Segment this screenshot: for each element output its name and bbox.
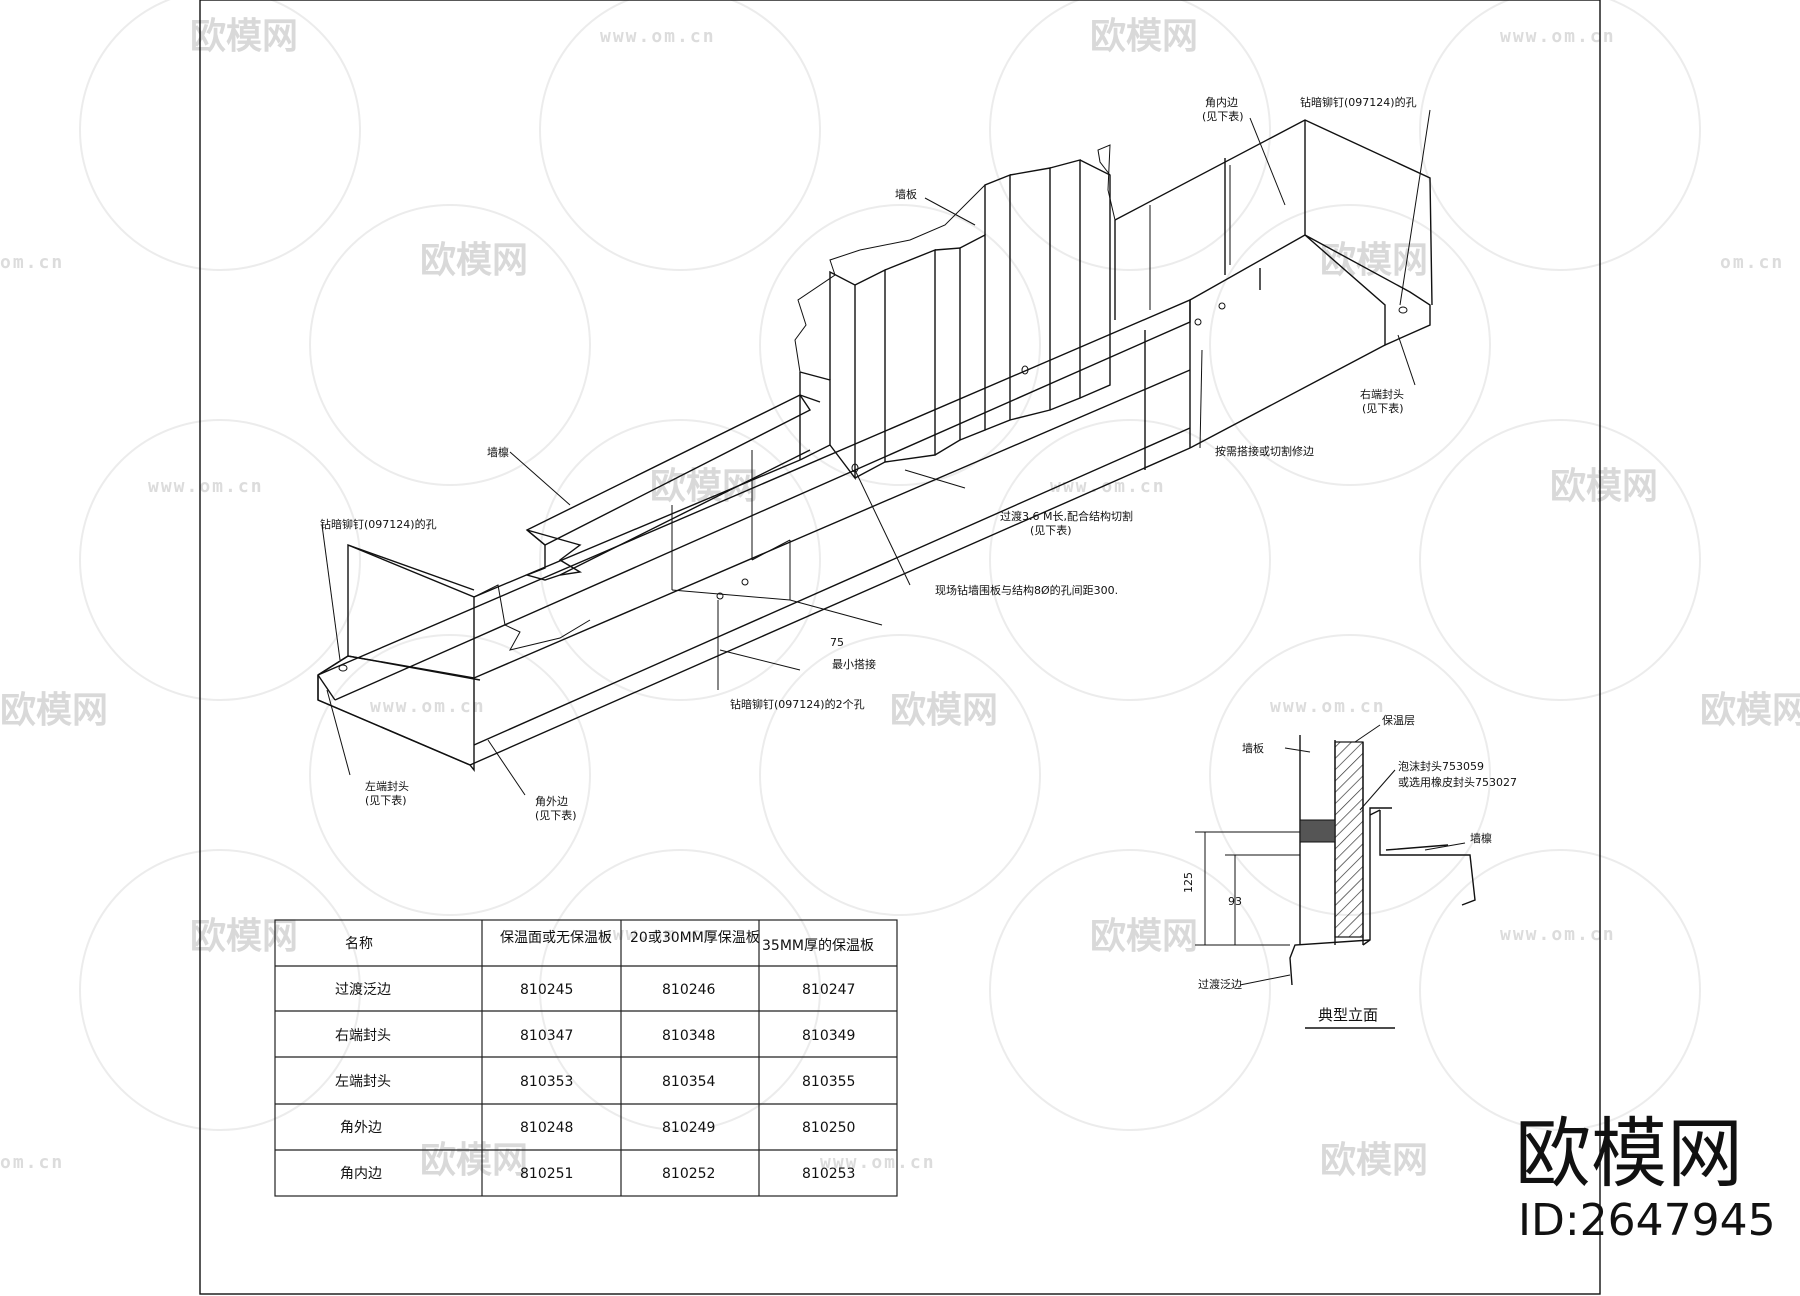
wm-url: www.om.cn [148, 476, 264, 497]
leader-lines [321, 109, 1431, 796]
label-wall-girt: 墙檩 [487, 445, 509, 459]
section-dim-93: 93 [1228, 895, 1242, 908]
wm-brand: 欧模网 [1090, 916, 1198, 957]
label-see-table: (见下表) [365, 793, 407, 807]
wm-url: www.om.cn [1500, 26, 1616, 47]
table-cell: 左端封头 [335, 1074, 391, 1090]
table-cell: 810355 [802, 1074, 855, 1090]
parts-table: 名称 保温面或无保温板 20或30MM厚保温板 35MM厚的保温板 过渡泛边 8… [274, 919, 898, 1197]
label-inner-corner: 角内边 [1205, 95, 1238, 109]
seal-block [1299, 819, 1336, 843]
watermark-layer: 欧模网 欧模网 欧模网 欧模网 欧模网 欧模网 欧模网 欧模网 欧模网 欧模网 … [0, 0, 1800, 1181]
wm-brand: 欧模网 [1320, 240, 1428, 281]
sheet-border [199, 0, 1601, 1295]
wm-url: www.om.cn [1050, 476, 1166, 497]
isometric-drawing [317, 119, 1433, 772]
wm-url: www.om.cn [370, 696, 486, 717]
table-cell: 810251 [520, 1166, 573, 1182]
table-cell: 810252 [662, 1166, 715, 1182]
brand-id-text: ID:2647945 [1518, 1195, 1776, 1246]
section-detail: 墙板 保温层 泡沫封头753059 或选用橡皮封头753027 墙檩 125 9… [1182, 713, 1517, 1029]
table-cell: 810349 [802, 1028, 855, 1044]
section-foam-seal-label: 泡沫封头753059 [1398, 759, 1484, 773]
label-drill-two-holes: 钻暗铆钉(097124)的2个孔 [730, 697, 865, 711]
wm-brand: 欧模网 [1320, 1140, 1428, 1181]
label-right-end-cap: 右端封头 [1360, 387, 1404, 401]
table-cell: 角内边 [340, 1166, 382, 1182]
table-cell: 810347 [520, 1028, 573, 1044]
table-cell: 810246 [662, 982, 716, 998]
label-lap-or-cut: 按需搭接或切割修边 [1215, 444, 1314, 458]
section-wall-panel-label: 墙板 [1242, 741, 1264, 755]
brand-logo-text: 欧模网 [1515, 1109, 1743, 1198]
table-cell: 角外边 [340, 1120, 382, 1136]
section-title: 典型立面 [1318, 1006, 1378, 1024]
wm-brand: 欧模网 [890, 690, 998, 731]
label-left-end-cap: 左端封头 [365, 779, 409, 793]
wm-url: www.om.cn [820, 1152, 936, 1173]
label-outer-corner: 角外边 [535, 795, 568, 808]
wm-url: om.cn [0, 252, 64, 273]
wm-brand: 欧模网 [190, 16, 298, 57]
label-see-table: (见下表) [1202, 109, 1244, 123]
wm-brand: 欧模网 [1090, 16, 1198, 57]
wm-url: www.om.cn [600, 26, 716, 47]
table-header: 保温面或无保温板 [500, 930, 612, 946]
label-drill-hole-right: 钻暗铆钉(097124)的孔 [1300, 95, 1417, 109]
table-cell: 810248 [520, 1120, 573, 1136]
iso-labels: 角内边 (见下表) 钻暗铆钉(097124)的孔 墙板 右端封头 (见下表) 按… [320, 95, 1417, 822]
table-cell: 810354 [662, 1074, 716, 1090]
table-cell: 810247 [802, 982, 855, 998]
wm-brand: 欧模网 [1700, 690, 1800, 731]
label-see-table: (见下表) [535, 808, 577, 822]
table-header: 名称 [345, 936, 373, 952]
table-cell: 过渡泛边 [335, 982, 391, 998]
section-flashing-label: 过渡泛边 [1198, 977, 1242, 991]
section-rubber-seal-label: 或选用橡皮封头753027 [1398, 775, 1517, 789]
label-see-table: (见下表) [1030, 523, 1072, 537]
wm-url: www.om.cn [600, 924, 716, 945]
table-header: 35MM厚的保温板 [762, 938, 874, 954]
table-cell: 810245 [520, 982, 573, 998]
label-transition: 过渡3.6 M长,配合结构切割 [1000, 509, 1133, 523]
label-field-drill: 现场钻墙围板与结构8Ø的孔间距300. [935, 583, 1118, 597]
wm-brand: 欧模网 [420, 240, 528, 281]
label-wall-panel: 墙板 [895, 187, 917, 201]
table-cell: 810249 [662, 1120, 715, 1136]
table-cell: 右端封头 [335, 1028, 391, 1044]
label-min-overlap: 最小搭接 [832, 658, 876, 671]
dim-75: 75 [830, 636, 844, 649]
label-see-table: (见下表) [1362, 401, 1404, 415]
wm-url: www.om.cn [1270, 696, 1386, 717]
table-cell: 810253 [802, 1166, 855, 1182]
table-cell: 810353 [520, 1074, 573, 1090]
wm-url: om.cn [0, 1152, 64, 1173]
table-cell: 810348 [662, 1028, 715, 1044]
table-header: 20或30MM厚保温板 [630, 930, 760, 946]
wm-brand: 欧模网 [0, 690, 108, 731]
section-girt-label: 墙檩 [1470, 831, 1492, 845]
wm-url: www.om.cn [1500, 924, 1616, 945]
section-dim-125: 125 [1182, 872, 1195, 893]
insulation-hatch [1334, 741, 1364, 938]
wm-brand: 欧模网 [1550, 466, 1658, 507]
label-drill-hole-left: 钻暗铆钉(097124)的孔 [320, 517, 437, 531]
wm-brand: 欧模网 [190, 916, 298, 957]
section-insulation-label: 保温层 [1382, 713, 1415, 727]
wm-url: om.cn [1720, 252, 1784, 273]
wm-brand: 欧模网 [420, 1140, 528, 1181]
table-cell: 810250 [802, 1120, 855, 1136]
